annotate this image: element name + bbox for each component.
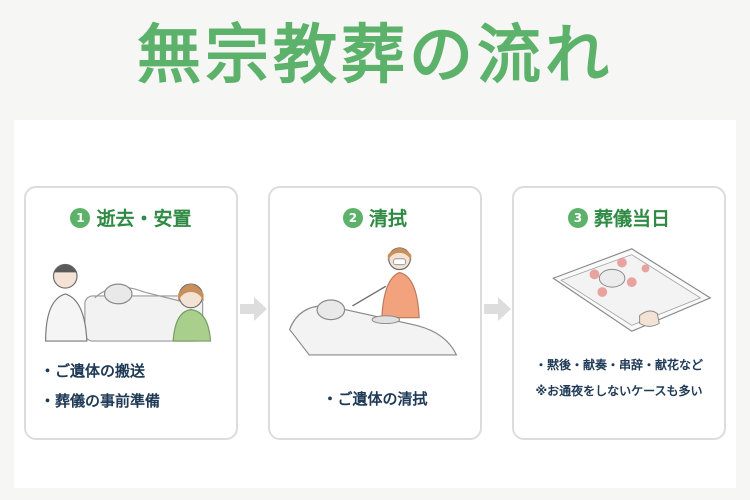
step-card-1: 1 逝去・安置 ご遺体の搬送 葬儀の事前準備	[24, 186, 238, 440]
bullet-item: ご遺体の清拭	[270, 384, 480, 414]
bullet-item: ご遺体の搬送	[40, 356, 236, 386]
illustration-coffin-flowers	[551, 248, 712, 332]
page-title: 無宗教葬の流れ	[137, 19, 613, 93]
step-note: ※お通夜をしないケースも多い	[535, 384, 703, 398]
step-title: 逝去・安置	[96, 208, 192, 230]
step-number-badge: 2	[342, 207, 363, 228]
bullet-item: 黙後・献奏・串辞・献花など	[514, 352, 724, 378]
step-number-badge: 1	[70, 207, 91, 228]
bullet-item: 葬儀の事前準備	[40, 386, 236, 416]
arrow-right-icon	[240, 297, 267, 321]
step-bullets: ご遺体の清拭	[270, 384, 480, 414]
step-bullets: ご遺体の搬送 葬儀の事前準備	[26, 356, 236, 416]
step-title: 清拭	[368, 208, 407, 230]
illustration-passing-care	[45, 263, 212, 342]
step-number-badge: 3	[567, 207, 588, 228]
step-card-2: 2 清拭 ご遺体の清拭	[268, 186, 482, 440]
illustration-cleansing	[288, 247, 458, 356]
title-band	[0, 0, 750, 110]
step-header: 1 逝去・安置	[26, 204, 236, 231]
arrow-right-icon	[484, 297, 511, 321]
step-card-3: 3 葬儀当日 黙後・献奏・串辞・献花など ※お通夜をしないケースも多い	[512, 186, 726, 440]
step-title: 葬儀当日	[593, 208, 670, 230]
step-header: 3 葬儀当日	[514, 204, 724, 231]
step-header: 2 清拭	[270, 204, 480, 231]
step-bullets: 黙後・献奏・串辞・献花など ※お通夜をしないケースも多い	[514, 352, 724, 404]
